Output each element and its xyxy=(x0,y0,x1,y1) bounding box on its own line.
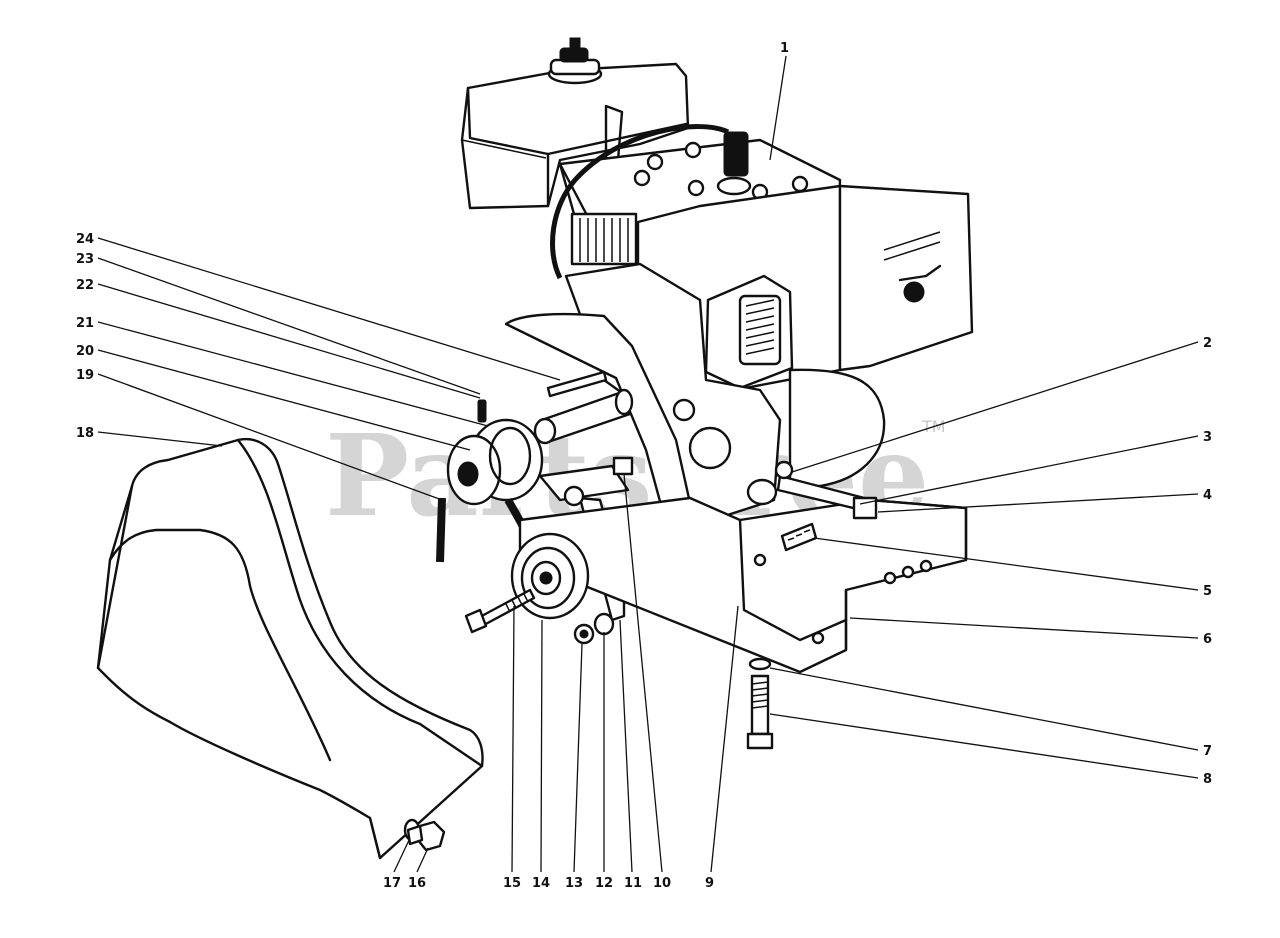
leader-lines xyxy=(97,55,1199,873)
label-part-13: 13 xyxy=(565,876,583,891)
shoulder-bolt xyxy=(464,588,536,634)
label-part-9: 9 xyxy=(705,876,714,891)
label-part-12: 12 xyxy=(595,876,613,891)
flywheel-cover xyxy=(788,368,886,490)
label-part-1: 1 xyxy=(780,41,789,56)
label-part-10: 10 xyxy=(653,876,671,891)
frame xyxy=(518,460,968,674)
shaft-key xyxy=(546,370,608,398)
flat-washer xyxy=(593,612,615,636)
lock-washer xyxy=(748,657,772,671)
belt-cover xyxy=(96,437,484,860)
label-part-23: 23 xyxy=(76,252,94,267)
label-part-24: 24 xyxy=(76,232,94,247)
part-labels: 1 2 3 4 5 6 7 8 9 10 11 12 13 14 15 16 1… xyxy=(76,41,1212,891)
engine-assembly xyxy=(460,37,974,522)
cover-bolt xyxy=(406,820,446,852)
label-part-4: 4 xyxy=(1203,488,1212,503)
label-part-19: 19 xyxy=(76,368,94,383)
label-part-18: 18 xyxy=(76,426,94,441)
drive-belt-loose-end xyxy=(436,497,446,563)
set-screw xyxy=(477,399,487,423)
spark-plug-boot xyxy=(723,131,749,177)
label-part-14: 14 xyxy=(532,876,550,891)
label-part-6: 6 xyxy=(1203,632,1212,647)
choke-knob xyxy=(903,281,925,303)
label-part-22: 22 xyxy=(76,278,94,293)
drive-pulley xyxy=(446,418,544,506)
muffler xyxy=(704,274,794,390)
label-part-17: 17 xyxy=(383,876,401,891)
label-part-21: 21 xyxy=(76,316,94,331)
label-part-16: 16 xyxy=(408,876,426,891)
label-part-15: 15 xyxy=(503,876,521,891)
adjusting-nut xyxy=(852,496,878,520)
label-part-2: 2 xyxy=(1203,336,1212,351)
spacer xyxy=(612,456,634,476)
label-part-20: 20 xyxy=(76,344,94,359)
spark-plug-wire xyxy=(550,124,730,280)
label-part-7: 7 xyxy=(1203,744,1212,759)
carriage-bolt xyxy=(746,674,774,750)
cooling-fins xyxy=(570,212,638,266)
fuel-cap xyxy=(547,37,603,85)
engine-nut xyxy=(774,460,794,480)
label-part-8: 8 xyxy=(1203,772,1212,787)
label-part-3: 3 xyxy=(1203,430,1212,445)
fuel-tank xyxy=(460,62,690,210)
idler-pulley xyxy=(510,532,590,620)
label-part-11: 11 xyxy=(624,876,642,891)
label-part-5: 5 xyxy=(1203,584,1212,599)
